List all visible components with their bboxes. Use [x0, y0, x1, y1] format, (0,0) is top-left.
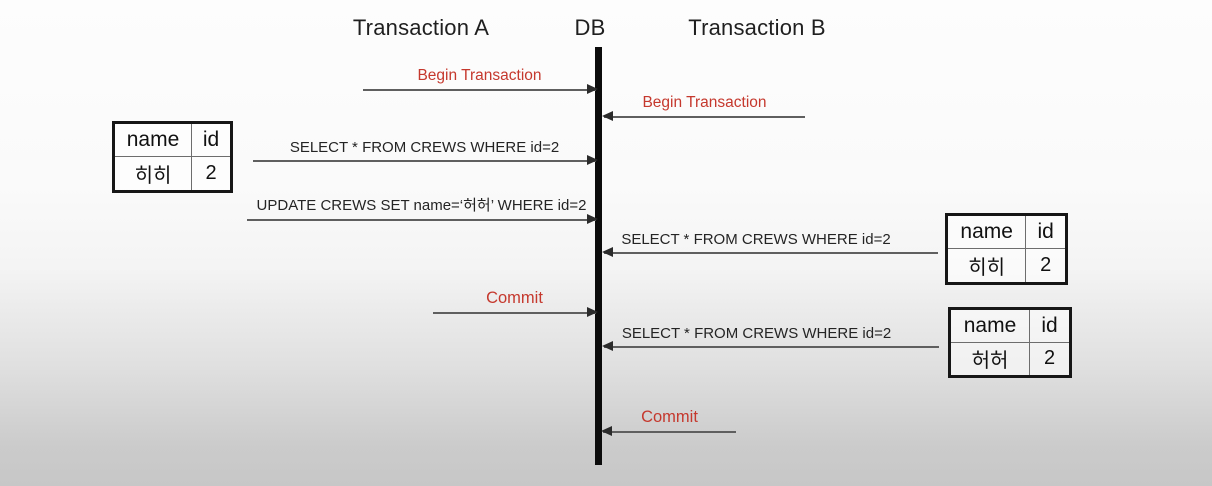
- result-table-a: name id 히히 2: [112, 121, 233, 193]
- arrow-shaft: [433, 312, 596, 314]
- arrow-shaft: [247, 219, 596, 221]
- table-header-name: name: [951, 310, 1031, 343]
- column-header-transaction-b: Transaction B: [688, 15, 826, 40]
- table-cell-id: 2: [1043, 347, 1056, 370]
- arrow-shaft: [604, 252, 938, 254]
- table-cell-name: 히히: [115, 157, 193, 190]
- arrowhead-left-icon: [602, 111, 613, 121]
- table-cell-id: 2: [1040, 254, 1052, 276]
- arrow-shaft: [253, 160, 596, 162]
- arrowhead-right-icon: [587, 84, 598, 94]
- table-cell-name: 허허: [951, 342, 1031, 375]
- arrow-shaft: [604, 116, 805, 118]
- arrow-shaft: [604, 346, 939, 348]
- arrow-shaft: [603, 431, 736, 433]
- table-header-id: id: [1026, 216, 1065, 249]
- arrowhead-right-icon: [587, 307, 598, 317]
- arrowhead-left-icon: [601, 426, 612, 436]
- arrow-shaft: [363, 89, 596, 91]
- message-label-b-select-1: SELECT * FROM CREWS WHERE id=2: [621, 231, 891, 248]
- table-header-id: id: [192, 124, 230, 157]
- column-header-transaction-a: Transaction A: [352, 15, 490, 40]
- table-header-id: id: [1030, 310, 1069, 343]
- message-label-b-select-2: SELECT * FROM CREWS WHERE id=2: [621, 325, 892, 342]
- result-table-b2: name id 허허 2: [948, 307, 1072, 378]
- message-label-a-begin: Begin Transaction: [417, 67, 542, 84]
- message-label-a-commit: Commit: [486, 289, 543, 307]
- arrowhead-right-icon: [587, 214, 598, 224]
- message-label-a-update: UPDATE CREWS SET name=‘허허’ WHERE id=2: [256, 197, 587, 214]
- column-header-db: DB: [574, 15, 606, 40]
- arrowhead-right-icon: [587, 155, 598, 165]
- table-header-name: name: [948, 216, 1027, 249]
- db-lifeline: [595, 47, 602, 465]
- table-cell-id: 2: [205, 162, 217, 184]
- table-header-name: name: [115, 124, 193, 157]
- result-table-b1: name id 히히 2: [945, 213, 1068, 285]
- table-cell-name: 히히: [948, 249, 1027, 282]
- message-label-a-select: SELECT * FROM CREWS WHERE id=2: [289, 139, 560, 156]
- arrowhead-left-icon: [602, 341, 613, 351]
- message-label-b-commit: Commit: [641, 408, 698, 426]
- arrowhead-left-icon: [602, 247, 613, 257]
- message-label-b-begin: Begin Transaction: [642, 94, 767, 111]
